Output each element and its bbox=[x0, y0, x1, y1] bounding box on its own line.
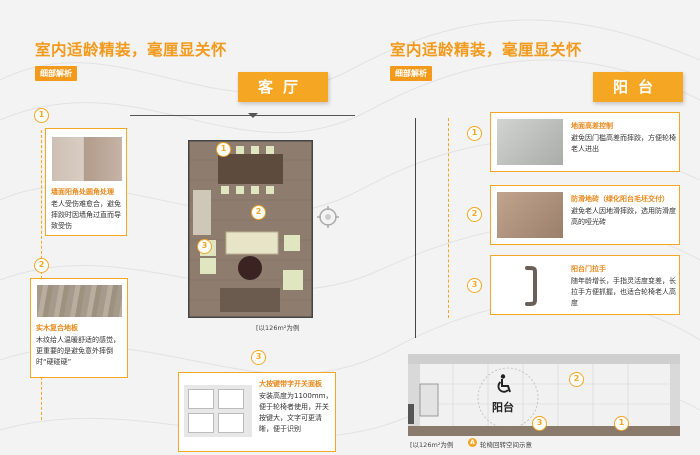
left-item-1-title: 墙面阳角处圆角处理 bbox=[51, 188, 114, 196]
room-label-living: 客厅 bbox=[238, 72, 328, 102]
left-item-3-number: 3 bbox=[251, 350, 266, 365]
switch-panel-photo bbox=[184, 385, 252, 437]
balcony-marker-3: 3 bbox=[532, 416, 547, 431]
right-item-2-number: 2 bbox=[467, 207, 482, 222]
right-item-2-title: 防滑地砖（绿化阳台毛坯交付） bbox=[571, 195, 669, 203]
balcony-marker-1: 1 bbox=[614, 416, 629, 431]
living-room-plan-drawing bbox=[186, 138, 315, 320]
wheelchair-legend-text: 轮椅回转空间示意 bbox=[480, 441, 532, 449]
left-title: 室内适龄精装，毫厘显关怀 bbox=[35, 41, 228, 59]
right-item-3-desc: 随年龄增长，手指灵活度变差，长拉手方便抓握，也适合轮椅老人高度 bbox=[571, 277, 676, 307]
right-item-1-card: 地面高差控制 避免因门槛高差而摔跤，方便轮椅老人进出 bbox=[490, 112, 680, 172]
plan-marker-2: 2 bbox=[251, 205, 266, 220]
right-connector-line bbox=[448, 118, 449, 318]
left-rule bbox=[130, 115, 355, 116]
right-item-1-desc: 避免因门槛高差而摔跤，方便轮椅老人进出 bbox=[571, 134, 676, 153]
left-item-2-number: 2 bbox=[34, 258, 49, 273]
wood-floor-photo bbox=[37, 285, 122, 317]
right-title: 室内适龄精装，毫厘显关怀 bbox=[390, 41, 583, 59]
right-item-3-number: 3 bbox=[467, 278, 482, 293]
right-scale-note: [以126m²为例 bbox=[410, 441, 454, 449]
left-item-1-number: 1 bbox=[34, 108, 49, 123]
left-rule-pointer bbox=[248, 113, 258, 118]
right-item-2-desc: 避免老人因地滑摔跤，选用防滑度高的哑光砖 bbox=[571, 207, 676, 226]
left-scale-note-text: 以126m²为例 bbox=[258, 324, 300, 332]
balcony-plan: 阳台 2 3 1 bbox=[408, 354, 680, 436]
wheelchair-legend-marker: A bbox=[468, 438, 477, 447]
left-connector-line bbox=[41, 130, 42, 420]
wall-corner-photo bbox=[52, 137, 122, 181]
right-tag: 细部解析 bbox=[390, 66, 432, 81]
left-item-2-card: 实木复合地板 木纹给人温暖舒适的感觉，更重要的是避免意外摔倒时“硬碰硬” bbox=[30, 278, 128, 378]
wheelchair-icon bbox=[496, 374, 514, 398]
room-label-balcony: 阳台 bbox=[593, 72, 683, 102]
left-item-3-title: 大按键带字开关面板 bbox=[259, 380, 322, 388]
left-item-3-card: 大按键带字开关面板 安装高度为1100mm，便于轮椅者使用，开关按键大，文字可更… bbox=[178, 372, 336, 452]
threshold-photo bbox=[497, 119, 563, 165]
left-scale-note: [以126m²为例 bbox=[256, 324, 300, 332]
right-vertical-rule bbox=[415, 118, 416, 338]
right-item-3-title: 阳台门拉手 bbox=[571, 265, 606, 273]
plan-marker-3: 3 bbox=[197, 239, 212, 254]
right-item-3-card: 阳台门拉手 随年龄增长，手指灵活度变差，长拉手方便抓握，也适合轮椅老人高度 bbox=[490, 255, 680, 315]
left-item-1-desc: 老人受伤难愈合，避免摔跤时因墙角过直而导致受伤 bbox=[51, 200, 121, 230]
door-handle-photo bbox=[497, 262, 563, 308]
anti-slip-tile-photo bbox=[497, 192, 563, 238]
right-item-1-title: 地面高差控制 bbox=[571, 122, 613, 130]
balcony-plan-drawing bbox=[408, 354, 680, 436]
left-item-2-title: 实木复合地板 bbox=[36, 324, 78, 332]
left-item-3-desc: 安装高度为1100mm，便于轮椅者使用，开关按键大，文字可更清晰，便于识别 bbox=[259, 392, 333, 433]
right-item-1-number: 1 bbox=[467, 126, 482, 141]
left-item-2-desc: 木纹给人温暖舒适的感觉，更重要的是避免意外摔倒时“硬碰硬” bbox=[36, 336, 120, 366]
right-item-2-card: 防滑地砖（绿化阳台毛坯交付） 避免老人因地滑摔跤，选用防滑度高的哑光砖 bbox=[490, 185, 680, 245]
left-item-1-card: 墙面阳角处圆角处理 老人受伤难愈合，避免摔跤时因墙角过直而导致受伤 bbox=[45, 128, 127, 236]
left-tag: 细部解析 bbox=[35, 66, 77, 81]
compass-icon bbox=[315, 205, 341, 229]
balcony-label: 阳台 bbox=[492, 401, 514, 414]
plan-marker-1: 1 bbox=[216, 142, 231, 157]
balcony-marker-2: 2 bbox=[569, 372, 584, 387]
right-scale-note-text: 以126m²为例 bbox=[412, 441, 454, 449]
living-room-plan: 1 2 3 bbox=[186, 138, 315, 320]
